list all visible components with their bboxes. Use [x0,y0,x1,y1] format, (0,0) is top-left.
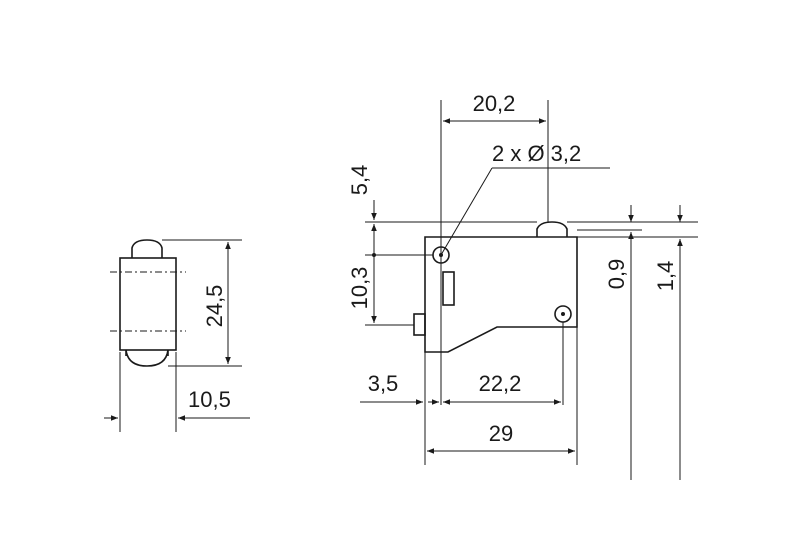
hole-spacing-label: 20,2 [473,91,516,116]
front-plunger [536,221,568,237]
hole-vertical-label: 10,3 [347,267,372,310]
hole-leader-line [440,167,493,256]
overall-length-label: 29 [489,421,513,446]
side-height-label: 24,5 [202,285,227,328]
travel-b-label: 1,4 [653,261,678,292]
side-view: 24,5 10,5 [104,239,250,432]
front-terminal-slot [442,271,455,306]
side-body [119,257,177,351]
front-view: 20,2 2 x Ø 3,2 5,4 10,3 0,9 1,4 3,5 22,2… [347,91,698,480]
side-width-label: 10,5 [188,387,231,412]
left-offset-label: 3,5 [368,371,399,396]
hole-to-edge-label: 22,2 [479,371,522,396]
travel-a-label: 0,9 [604,259,629,290]
front-left-tab [413,313,426,336]
side-top-button [131,239,163,258]
top-offset-label: 5,4 [347,165,372,196]
side-bottom-plunger [125,349,169,367]
front-body [424,236,578,353]
hole-diameter-label: 2 x Ø 3,2 [492,141,581,166]
